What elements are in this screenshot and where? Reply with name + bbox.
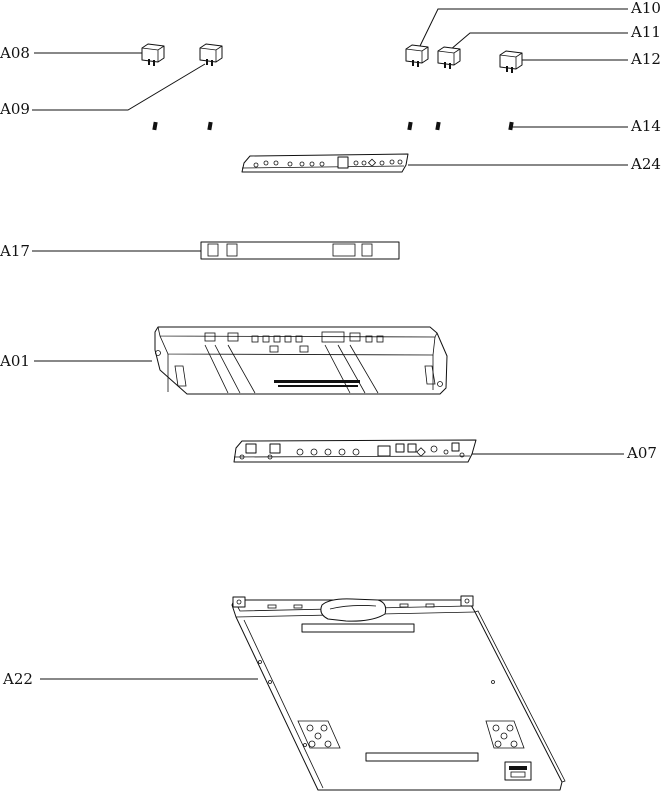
label-a14: A14 (630, 117, 661, 135)
label-group-a01: A01 (0, 352, 152, 370)
label-a07: A07 (626, 444, 657, 462)
label-group-a09: A09 (0, 63, 206, 118)
button-cap-a11 (437, 46, 461, 69)
label-a08: A08 (0, 44, 30, 62)
label-group-a22: A22 (2, 670, 258, 688)
label-group-a12: A12 (520, 50, 661, 68)
door-panel-a22 (231, 595, 566, 791)
label-a12: A12 (630, 50, 661, 68)
circuit-board-a07 (233, 439, 477, 463)
label-a17: A17 (0, 242, 30, 260)
label-group-a17: A17 (0, 242, 201, 260)
label-a09: A09 (0, 100, 30, 118)
label-group-a10: A10 (419, 0, 661, 47)
label-a10: A10 (630, 0, 661, 17)
button-cap-a12 (499, 50, 523, 73)
label-a01: A01 (0, 352, 30, 370)
button-cap-a09 (199, 43, 223, 66)
label-group-a14: A14 (512, 117, 661, 135)
button-cap-a10 (405, 44, 429, 67)
label-group-a11: A11 (449, 23, 661, 51)
label-group-a08: A08 (0, 44, 145, 62)
label-a11: A11 (630, 23, 661, 41)
label-group-a24: A24 (408, 155, 661, 173)
control-panel-housing-a01 (154, 326, 448, 395)
button-cap-a08 (141, 43, 165, 66)
label-a22: A22 (2, 670, 33, 688)
pins-a14 (152, 121, 514, 131)
display-window-a17 (200, 241, 400, 260)
label-group-a07: A07 (462, 444, 657, 462)
label-a24: A24 (630, 155, 661, 173)
circuit-board-a24 (241, 153, 409, 173)
